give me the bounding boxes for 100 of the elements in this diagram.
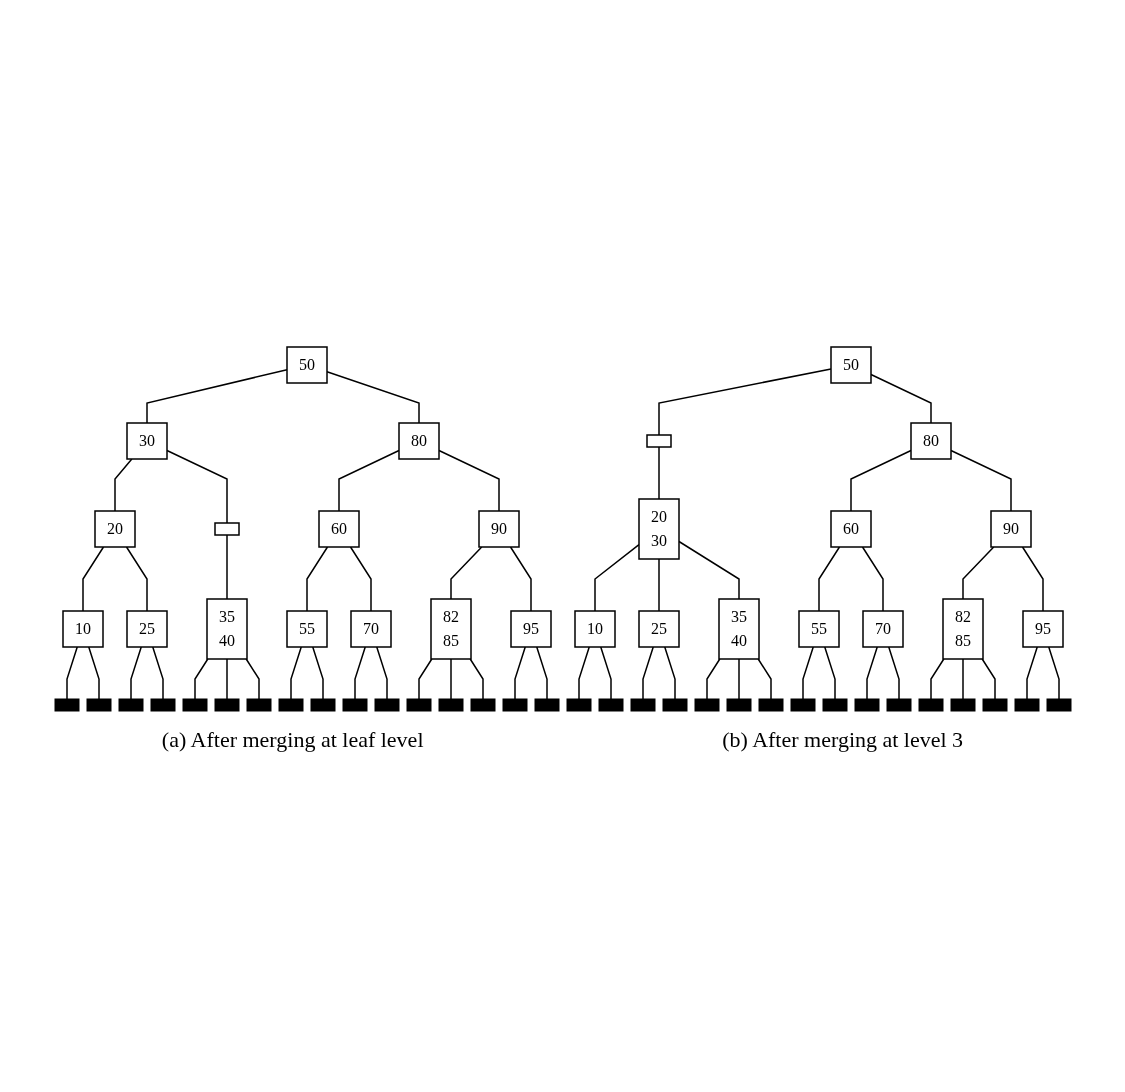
node-box: 50 xyxy=(829,346,872,384)
connector xyxy=(705,658,721,700)
connector xyxy=(961,546,994,600)
connector xyxy=(756,658,772,700)
node-box: 25 xyxy=(637,610,680,648)
connector xyxy=(311,646,324,700)
connector xyxy=(641,646,654,700)
connector xyxy=(823,646,836,700)
connector xyxy=(225,658,228,700)
node-box: 20 30 xyxy=(637,498,680,560)
node-box: 82 85 xyxy=(429,598,472,660)
connector xyxy=(599,646,612,700)
connector xyxy=(449,546,482,600)
node-box: 80 xyxy=(397,422,440,460)
node-box xyxy=(534,698,559,712)
node-box xyxy=(630,698,655,712)
node-box: 80 xyxy=(909,422,952,460)
connector xyxy=(289,646,302,700)
connector xyxy=(513,646,526,700)
connector xyxy=(87,646,100,700)
node-box: 90 xyxy=(477,510,520,548)
connector xyxy=(887,646,900,700)
node-box xyxy=(854,698,879,712)
connector xyxy=(961,658,964,700)
node-box xyxy=(790,698,815,712)
node-box xyxy=(342,698,367,712)
connector xyxy=(865,646,878,700)
node-box xyxy=(886,698,911,712)
node-box xyxy=(150,698,175,712)
node-box xyxy=(470,698,495,712)
node-box: 55 xyxy=(797,610,840,648)
connector xyxy=(509,546,532,612)
node-box xyxy=(502,698,527,712)
connector xyxy=(980,658,996,700)
node-box xyxy=(726,698,751,712)
node-box: 20 xyxy=(93,510,136,548)
connector xyxy=(663,646,676,700)
node-box xyxy=(438,698,463,712)
node-box xyxy=(118,698,143,712)
caption: (b) After merging at level 3 xyxy=(722,727,964,753)
node-box: 55 xyxy=(285,610,328,648)
connector xyxy=(305,546,328,612)
node-box xyxy=(374,698,399,712)
connector xyxy=(801,646,814,700)
node-box xyxy=(950,698,975,712)
node-box xyxy=(982,698,1007,712)
node-box xyxy=(406,698,431,712)
connector xyxy=(929,658,945,700)
connector xyxy=(535,646,548,700)
connector xyxy=(817,546,840,612)
connector xyxy=(657,446,660,500)
node-box xyxy=(1014,698,1039,712)
node-box: 10 xyxy=(573,610,616,648)
node-box: 50 xyxy=(285,346,328,384)
connector xyxy=(417,658,433,700)
connector xyxy=(65,646,78,700)
node-box xyxy=(598,698,623,712)
connector xyxy=(449,658,452,700)
connector xyxy=(193,658,209,700)
node-box: 70 xyxy=(861,610,904,648)
connector xyxy=(737,658,740,700)
connector xyxy=(349,546,372,612)
connector xyxy=(129,646,142,700)
connector xyxy=(1021,546,1044,612)
node-box: 30 xyxy=(125,422,168,460)
connector xyxy=(861,546,884,612)
node-box xyxy=(214,698,239,712)
node-box xyxy=(822,698,847,712)
node-box: 60 xyxy=(829,510,872,548)
node-box xyxy=(566,698,591,712)
connector xyxy=(125,546,148,612)
connector xyxy=(468,658,484,700)
connector xyxy=(577,646,590,700)
node-box xyxy=(1046,698,1071,712)
connector xyxy=(1025,646,1038,700)
node-box xyxy=(246,698,271,712)
node-box xyxy=(694,698,719,712)
node-box: 95 xyxy=(1021,610,1064,648)
node-box xyxy=(645,434,672,448)
caption: (a) After merging at leaf level xyxy=(161,727,424,753)
node-box xyxy=(86,698,111,712)
connector xyxy=(225,534,228,600)
node-box xyxy=(278,698,303,712)
connector xyxy=(113,458,133,512)
node-box: 10 xyxy=(61,610,104,648)
node-box xyxy=(310,698,335,712)
connector xyxy=(244,658,260,700)
node-box xyxy=(758,698,783,712)
connector xyxy=(1047,646,1060,700)
node-box: 90 xyxy=(989,510,1032,548)
node-box: 82 85 xyxy=(941,598,984,660)
node-box xyxy=(182,698,207,712)
connector xyxy=(151,646,164,700)
node-box xyxy=(662,698,687,712)
node-box: 35 40 xyxy=(205,598,248,660)
node-box: 25 xyxy=(125,610,168,648)
connector xyxy=(353,646,366,700)
node-box: 95 xyxy=(509,610,552,648)
connector xyxy=(657,558,660,612)
node-box xyxy=(918,698,943,712)
